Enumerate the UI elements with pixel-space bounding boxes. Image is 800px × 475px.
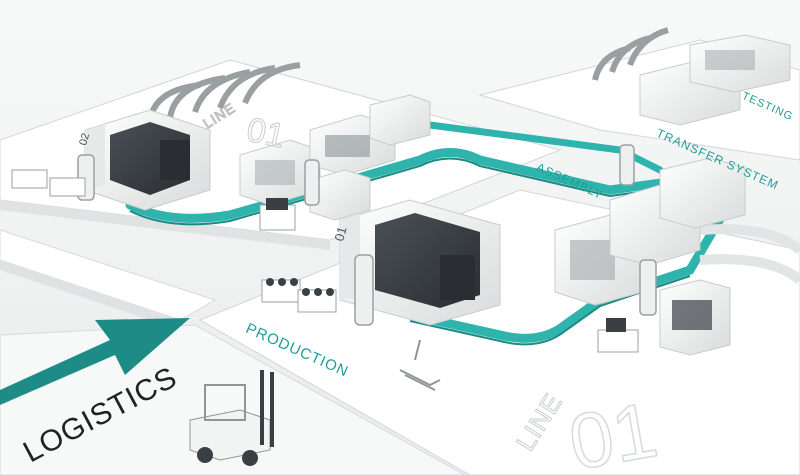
assembly-stations-back (239, 94, 431, 221)
machine-id-01: 01 (331, 225, 349, 243)
testing-stations (639, 34, 791, 126)
cnc-machine-01 (339, 199, 501, 326)
pallets (11, 169, 639, 353)
cnc-machine-02 (84, 109, 211, 211)
pallet-truck (399, 339, 441, 391)
platform-left-side (0, 260, 180, 330)
line-number-front: 01 (563, 385, 664, 475)
arches-right (699, 224, 800, 284)
arches-testing (592, 27, 669, 81)
conveyor-front-loop (405, 180, 745, 343)
line-number-back: 01 (243, 111, 288, 156)
conveyor-front-loop-edge (409, 275, 691, 346)
forklift (189, 370, 274, 466)
assembly-stations-right (554, 157, 746, 356)
arches-back (147, 62, 301, 121)
platform-back-line-side (0, 200, 330, 250)
logistics-arrow (0, 318, 190, 405)
machine-id-02: 02 (77, 132, 92, 147)
